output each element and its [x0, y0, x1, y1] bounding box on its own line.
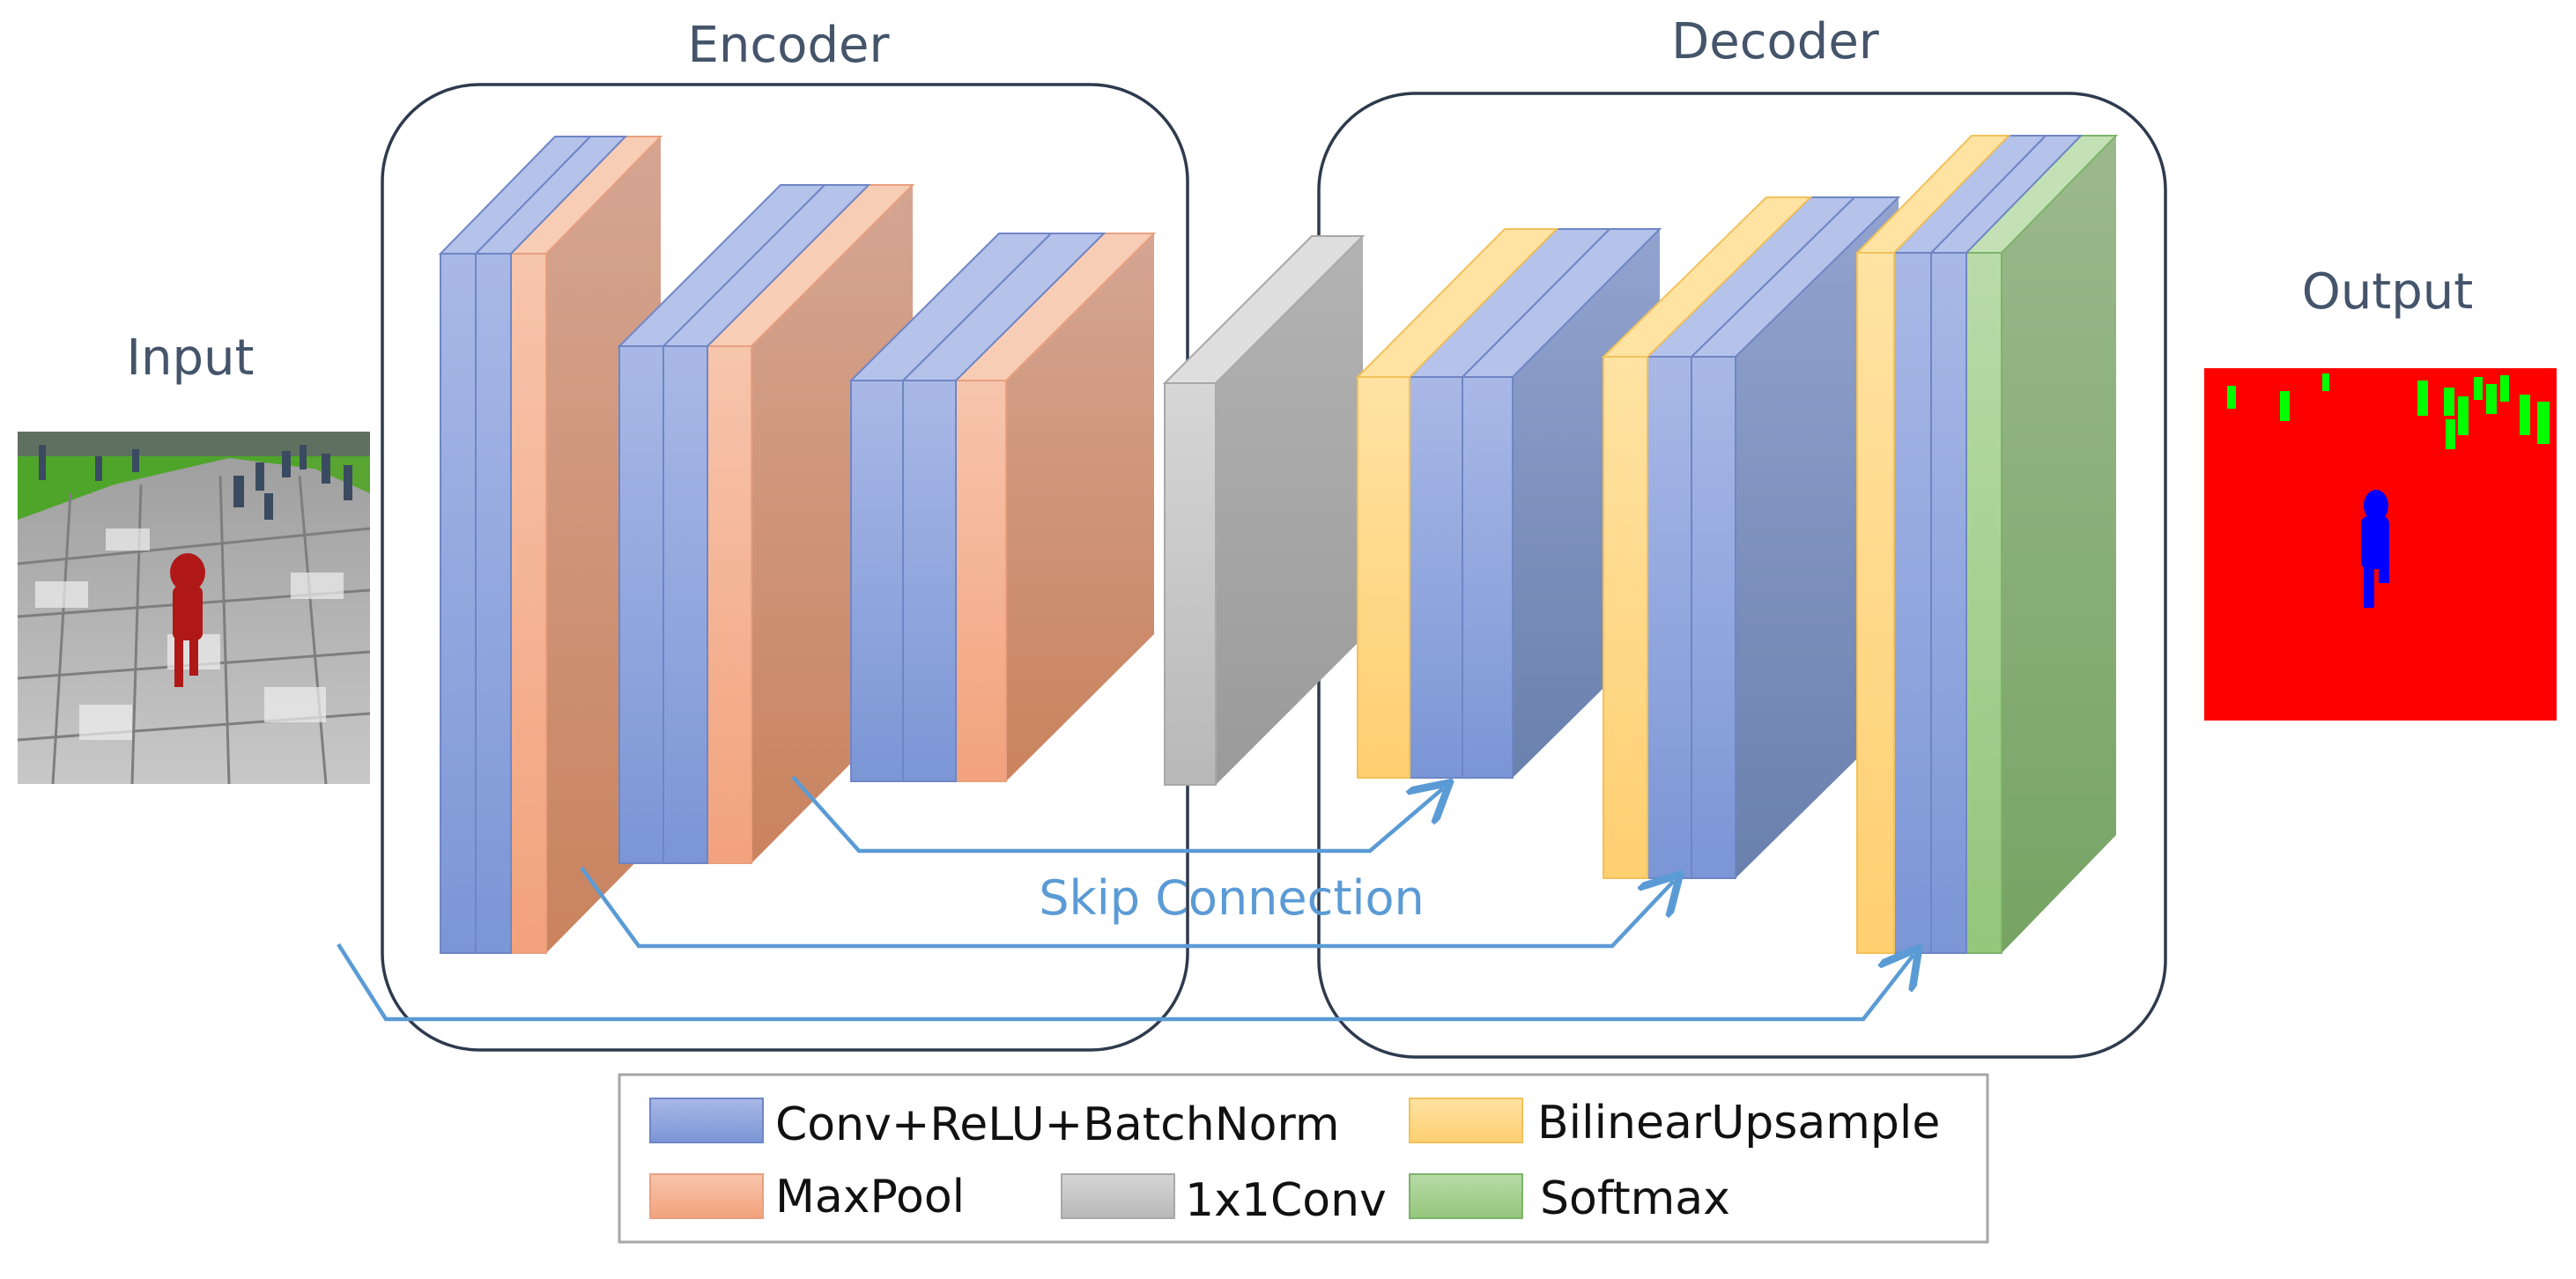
- decoder-softmax: [1965, 252, 2002, 954]
- decoder-conv-2a: [1647, 356, 1692, 879]
- encoder-conv-1b: [475, 253, 512, 954]
- encoder-maxpool-3: [955, 380, 1007, 782]
- decoder-title: Decoder: [1671, 13, 1880, 70]
- skip-connection-label: Skip Connection: [1039, 870, 1425, 926]
- input-image: [17, 432, 371, 785]
- legend-label-1x1conv: 1x1Conv: [1185, 1174, 1387, 1227]
- skip-arrow-stage-2: [580, 866, 1674, 949]
- output-pedestrians: [2227, 373, 2550, 449]
- decoder-conv-1b: [1462, 376, 1514, 779]
- output-image: [2204, 368, 2557, 721]
- encoder-maxpool-1: [510, 253, 547, 954]
- decoder-upsample-3: [1856, 252, 1895, 954]
- legend: Conv+ReLU+BatchNorm BilinearUpsample Max…: [618, 1073, 1989, 1244]
- legend-swatch-softmax: [1409, 1173, 1523, 1219]
- encoder-conv-1a: [440, 253, 477, 954]
- legend-box: [618, 1073, 1989, 1244]
- output-title: Output: [2302, 263, 2474, 321]
- legend-label-conv: Conv+ReLU+BatchNorm: [775, 1098, 1340, 1151]
- decoder-upsample-2: [1603, 356, 1648, 879]
- decoder-softmax-side: [2002, 136, 2116, 953]
- skip-connection-arrows: [337, 775, 1913, 1022]
- skip-arrow-stage-1: [337, 944, 1913, 1022]
- decoder-stage-3: [1854, 135, 2119, 954]
- decoder-conv-1a: [1409, 376, 1463, 779]
- legend-label-softmax: Softmax: [1540, 1172, 1730, 1225]
- encoder-maxpool-3-side: [1006, 233, 1154, 781]
- output-target-person: [2361, 490, 2389, 608]
- skip-arrow-stage-3: [791, 775, 1443, 854]
- legend-swatch-maxpool: [649, 1173, 764, 1219]
- encoder-conv-2b: [663, 345, 708, 864]
- decoder-upsample-1: [1357, 376, 1410, 779]
- legend-swatch-conv: [649, 1098, 764, 1143]
- decoder-conv-2b: [1691, 356, 1736, 879]
- input-title: Input: [126, 329, 254, 387]
- bottleneck-1x1conv-front: [1164, 382, 1217, 786]
- encoder-maxpool-2: [707, 345, 752, 864]
- encoder-conv-2a: [618, 345, 664, 864]
- decoder-conv-3b: [1930, 252, 1967, 954]
- bottleneck-1x1conv: [1162, 235, 1366, 786]
- encoder-stage-3: [848, 233, 1157, 782]
- encoder-conv-3b: [902, 380, 957, 782]
- encoder-conv-3a: [850, 380, 904, 782]
- decoder-conv-3a: [1893, 252, 1932, 954]
- legend-swatch-upsample: [1409, 1098, 1523, 1143]
- legend-label-upsample: BilinearUpsample: [1537, 1097, 1940, 1150]
- bottleneck-1x1conv-side: [1216, 236, 1363, 785]
- encoder-title: Encoder: [688, 17, 891, 74]
- legend-label-maxpool: MaxPool: [775, 1171, 965, 1224]
- legend-swatch-1x1conv: [1061, 1173, 1175, 1219]
